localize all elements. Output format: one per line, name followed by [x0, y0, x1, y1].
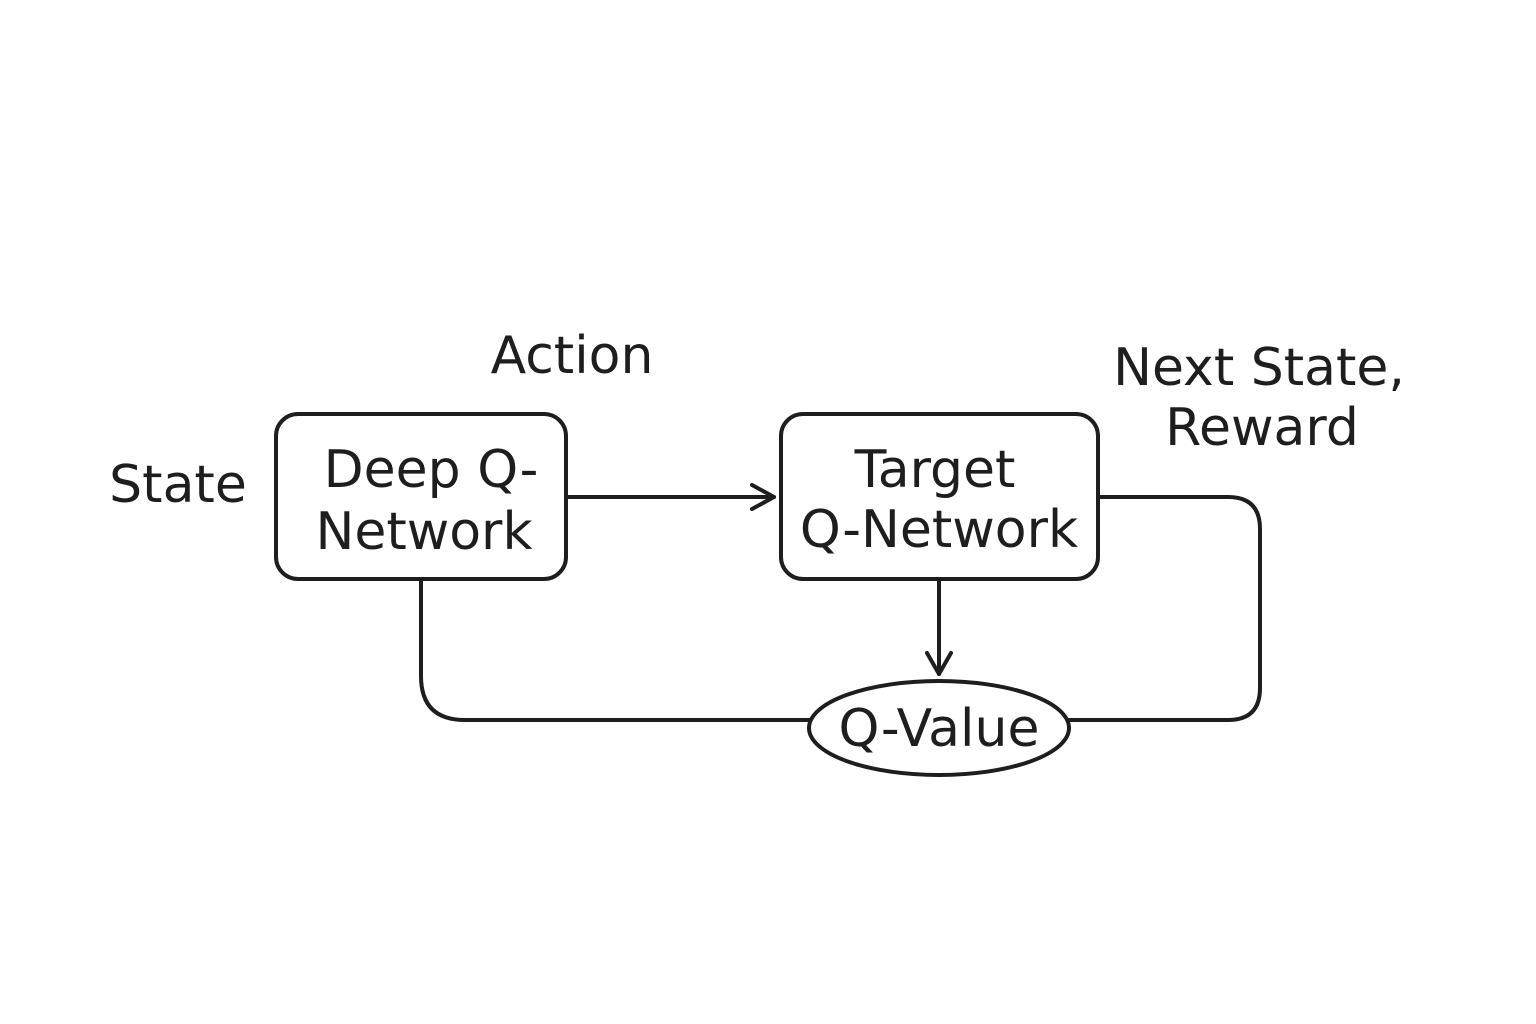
- target-q-network-label-line1: Target: [854, 440, 1016, 500]
- deep-q-network-node: Deep Q- Network: [274, 412, 568, 581]
- target-q-network-label-line2: Q-Network: [800, 500, 1078, 560]
- deep-q-network-label-line1: Deep Q-: [324, 440, 539, 500]
- next-state-label: Next State,: [1113, 338, 1405, 398]
- arrow-dqn-to-target: [564, 483, 776, 511]
- arrow-target-to-qvalue: [925, 578, 953, 676]
- deep-q-network-label-line2: Network: [315, 502, 532, 562]
- target-q-network-node: Target Q-Network: [779, 412, 1100, 581]
- connector-target-to-qvalue: [1066, 495, 1262, 722]
- action-label: Action: [491, 326, 654, 386]
- q-value-node: Q-Value: [807, 679, 1071, 777]
- state-label: State: [109, 455, 247, 515]
- reward-label: Reward: [1165, 398, 1359, 458]
- connector-dqn-to-qvalue: [419, 578, 812, 722]
- q-value-label: Q-Value: [839, 699, 1040, 759]
